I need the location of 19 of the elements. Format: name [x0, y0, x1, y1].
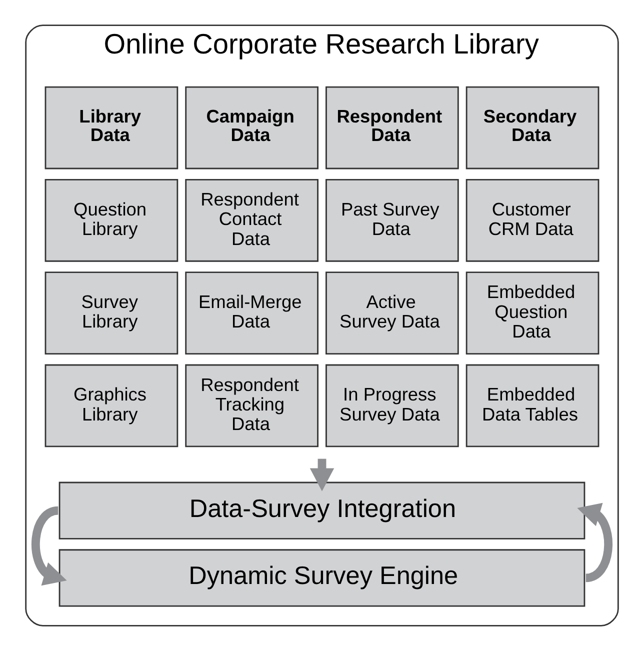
node-box: Library Data — [44, 86, 178, 170]
node-box: Respondent Contact Data — [184, 179, 318, 262]
node-box: Survey Library — [44, 272, 178, 354]
arrow — [309, 458, 334, 492]
node-box: Respondent Tracking Data — [184, 364, 318, 448]
node-box: Graphics Library — [44, 364, 178, 448]
node-box: Campaign Data — [184, 86, 318, 170]
node-box: Embedded Data Tables — [465, 364, 599, 448]
node-box: Active Survey Data — [325, 272, 458, 354]
node-box: Email-Merge Data — [184, 272, 318, 354]
node-box: Secondary Data — [465, 86, 599, 170]
node-box: Question Library — [44, 179, 178, 262]
node-box: Customer CRM Data — [465, 179, 599, 262]
node-box: In Progress Survey Data — [325, 364, 458, 448]
node-box: Embedded Question Data — [465, 272, 599, 354]
node-box: Data-Survey Integration — [58, 482, 585, 540]
node-box: Past Survey Data — [325, 179, 458, 262]
node-box: Dynamic Survey Engine — [58, 549, 585, 607]
node-box: Respondent Data — [325, 86, 458, 170]
